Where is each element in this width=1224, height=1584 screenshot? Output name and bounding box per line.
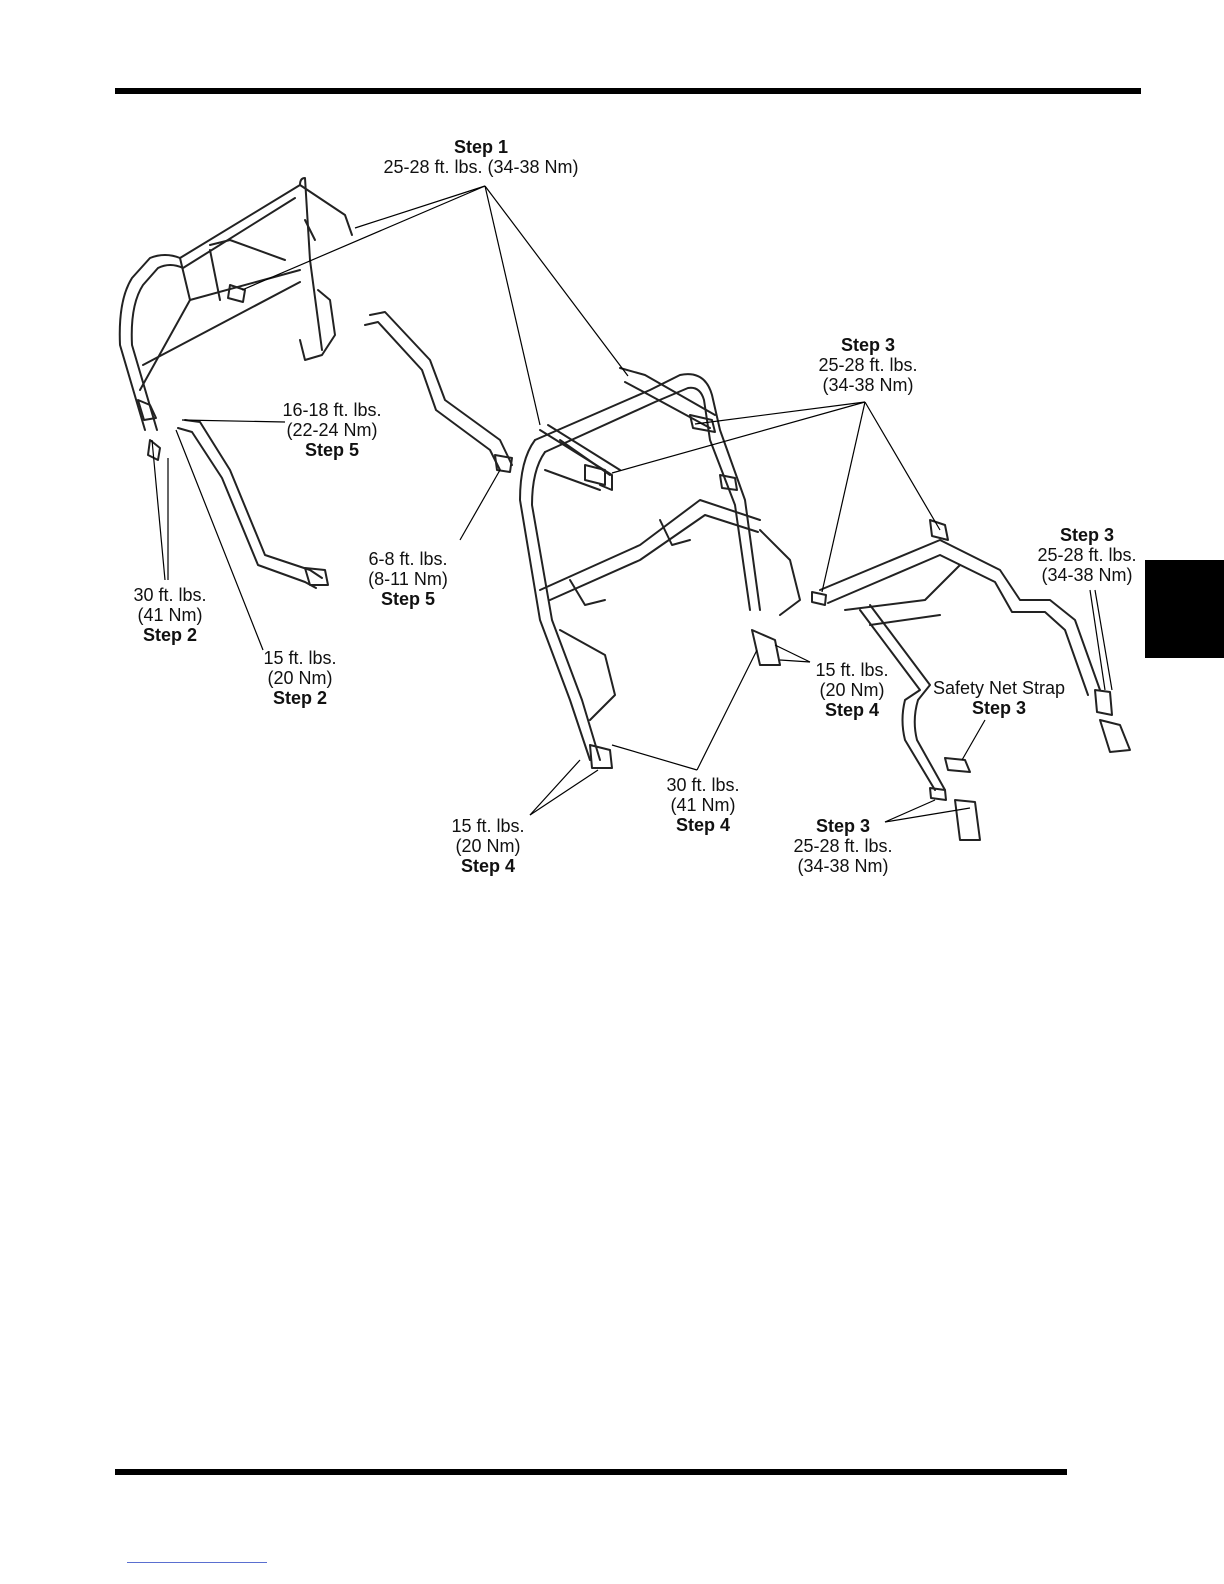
footer-link-underline — [127, 1562, 267, 1563]
callout-step3-right: Step 3 25-28 ft. lbs. (34-38 Nm) — [1037, 525, 1137, 585]
callout-step4-center: 30 ft. lbs. (41 Nm) Step 4 — [666, 775, 740, 835]
callout-step5-upper: 16-18 ft. lbs. (22-24 Nm) Step 5 — [282, 400, 382, 460]
callout-step4-right: 15 ft. lbs. (20 Nm) Step 4 — [815, 660, 889, 720]
chapter-tab — [1145, 560, 1224, 658]
rear-brace-tube — [177, 419, 329, 589]
callout-step3-center: Step 3 25-28 ft. lbs. (34-38 Nm) — [818, 335, 918, 395]
leader-lines — [151, 185, 1113, 823]
rear-cage — [118, 177, 353, 461]
callout-safety-net-strap: Safety Net Strap Step 3 — [932, 678, 1066, 718]
center-brace-tube — [364, 311, 513, 473]
center-cage — [519, 373, 801, 769]
header-rule — [115, 88, 1141, 94]
footer-rule — [115, 1469, 1067, 1475]
callout-step5-lower: 6-8 ft. lbs. (8-11 Nm) Step 5 — [368, 549, 448, 609]
callout-step3-bottom: Step 3 25-28 ft. lbs. (34-38 Nm) — [793, 816, 893, 876]
callout-step2-left: 30 ft. lbs. (41 Nm) Step 2 — [133, 585, 207, 645]
callout-step2-right: 15 ft. lbs. (20 Nm) Step 2 — [263, 648, 337, 708]
front-cage — [811, 519, 1131, 841]
center-top-bar — [539, 367, 716, 491]
callout-step1: Step 1 25-28 ft. lbs. (34-38 Nm) — [383, 137, 579, 177]
callout-step4-left: 15 ft. lbs. (20 Nm) Step 4 — [451, 816, 525, 876]
